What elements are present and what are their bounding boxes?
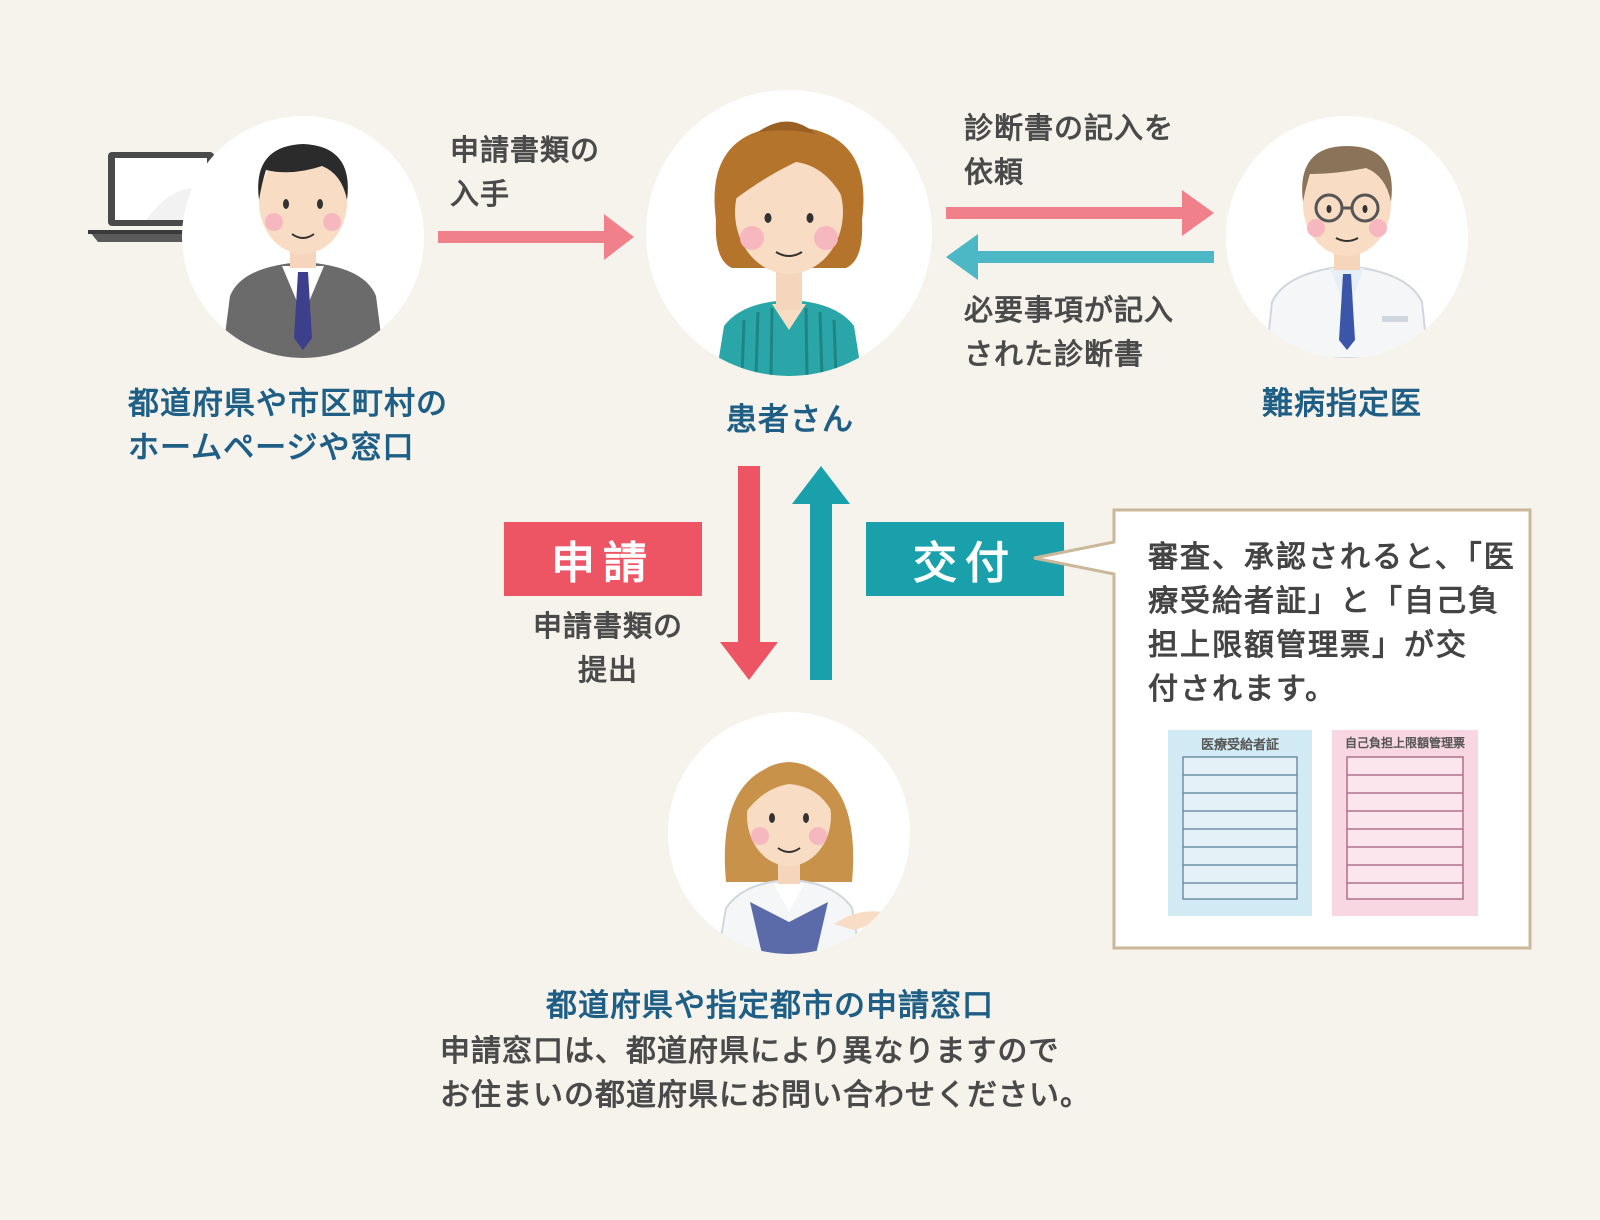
window-note-line2: お住まいの都道府県にお問い合わせください。 (440, 1078, 1091, 1113)
submit-arrow (720, 466, 778, 680)
apply-badge: 申請 (504, 522, 702, 596)
window-staff-avatar (668, 712, 910, 954)
return-label-line2: された診断書 (964, 337, 1145, 371)
callout-line4: 付されます。 (1148, 672, 1337, 707)
window-label: 都道府県や指定都市の申請窓口 (546, 988, 994, 1024)
request-label-line1: 診断書の記入を (964, 111, 1175, 145)
callout-text: 審査、承認されると、「医 療受給者証」と「自己負 担上限額管理票」が交 付されま… (1148, 536, 1516, 712)
recipient-certificate-card: 医療受給者証 (1168, 730, 1312, 916)
office-label: 都道府県や市区町村の ホームページや窓口 (128, 382, 448, 470)
request-arrow (946, 190, 1214, 236)
window-note: 申請窓口は、都道府県により異なりますので お住まいの都道府県にお問い合わせくださ… (440, 1030, 1091, 1118)
patient-label: 患者さん (726, 402, 854, 438)
limit-management-title: 自己負担上限額管理票 (1344, 736, 1465, 750)
submit-label-line1: 申請書類の (532, 609, 683, 643)
obtain-label-line2: 入手 (450, 177, 511, 211)
submit-label-line2: 提出 (577, 653, 638, 687)
return-arrow-label: 必要事項が記入 された診断書 (964, 288, 1174, 376)
issue-arrow (792, 466, 850, 680)
callout-line1: 審査、承認されると、「医 (1148, 540, 1516, 575)
obtain-arrow (438, 214, 634, 260)
return-arrow (946, 234, 1214, 280)
request-arrow-label: 診断書の記入を 依頼 (964, 106, 1174, 194)
recipient-certificate-title: 医療受給者証 (1200, 738, 1279, 753)
obtain-label-line1: 申請書類の (450, 133, 601, 167)
office-label-line2: ホームページや窓口 (128, 430, 415, 466)
submit-arrow-label: 申請書類の 提出 (520, 604, 696, 692)
request-label-line2: 依頼 (964, 155, 1025, 189)
recipient-certificate-rows (1182, 756, 1298, 900)
limit-management-card: 自己負担上限額管理票 (1332, 730, 1478, 916)
issue-badge: 交付 (866, 522, 1064, 596)
callout-line2: 療受給者証」と「自己負 (1148, 584, 1500, 619)
patient-avatar (646, 90, 932, 376)
obtain-arrow-label: 申請書類の 入手 (450, 128, 600, 216)
office-staff-avatar (182, 116, 424, 358)
doctor-label: 難病指定医 (1262, 386, 1422, 422)
office-label-line1: 都道府県や市区町村の (128, 386, 448, 422)
callout-line3: 担上限額管理票」が交 (1148, 628, 1468, 663)
limit-management-rows (1346, 756, 1464, 900)
return-label-line1: 必要事項が記入 (964, 293, 1175, 327)
window-note-line1: 申請窓口は、都道府県により異なりますので (440, 1034, 1060, 1069)
doctor-avatar (1226, 116, 1468, 358)
